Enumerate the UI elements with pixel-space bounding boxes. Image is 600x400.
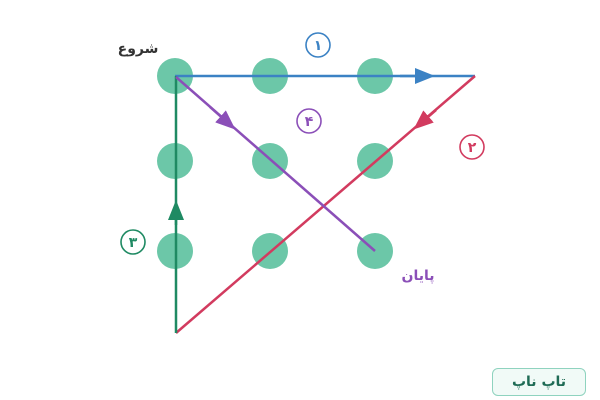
step-badge-3: ۳: [120, 229, 146, 255]
step-badge-1: ۱: [305, 32, 331, 58]
end-label: پایان: [402, 268, 435, 284]
path-line-2: [175, 75, 476, 334]
step-number-4: ۴: [305, 114, 314, 130]
brand-badge: تاپ ناپ: [492, 368, 586, 396]
start-label: شروع: [118, 41, 159, 57]
path-line-4: [175, 76, 376, 252]
step-badge-2: ۲: [459, 134, 485, 160]
step-number-3: ۳: [129, 235, 138, 251]
step-number-2: ۲: [468, 140, 477, 156]
step-badge-4: ۴: [296, 108, 322, 134]
brand-badge-text: تاپ ناپ: [511, 374, 567, 390]
step-number-1: ۱: [314, 38, 323, 54]
